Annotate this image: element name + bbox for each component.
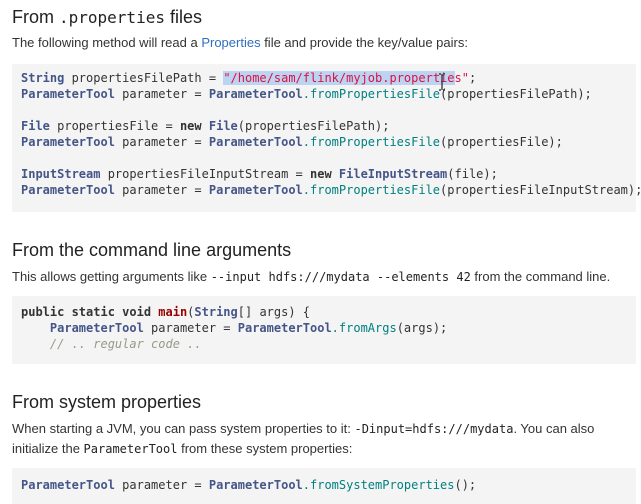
- desc-text: The following method will read a: [12, 35, 202, 50]
- code-block-command-line[interactable]: public static void main(String[] args) {…: [12, 296, 636, 364]
- section-description: When starting a JVM, you can pass system…: [12, 419, 636, 459]
- section-title-command-line: From the command line arguments: [12, 240, 292, 260]
- code-block-system-properties[interactable]: ParameterTool parameter = ParameterTool.…: [12, 468, 636, 504]
- properties-link[interactable]: Properties: [201, 35, 261, 50]
- code-block-properties[interactable]: String propertiesFilePath = "/home/sam/f…: [12, 64, 641, 212]
- desc-text: This allows getting arguments like: [12, 269, 211, 284]
- title-text: files: [164, 7, 202, 27]
- code-line: // .. regular code ..: [49, 337, 202, 351]
- desc-text: . You can also initialize the: [12, 421, 595, 456]
- code-line: ParameterTool parameter = ParameterTool.…: [49, 321, 448, 335]
- code-line: InputStream propertiesFileInputStream = …: [21, 167, 498, 181]
- code-line: ParameterTool parameter = ParameterTool.…: [21, 183, 641, 197]
- desc-text: from the command line.: [470, 269, 611, 284]
- selected-text[interactable]: "/home/sam/flink/myjob.propertie: [223, 71, 455, 85]
- code-line: File propertiesFile = new File(propertie…: [21, 119, 390, 133]
- desc-text: When starting a JVM, you can pass system…: [12, 421, 355, 436]
- section-title-properties-files: From .properties files: [12, 6, 202, 29]
- code-line: String propertiesFilePath = "/home/sam/f…: [21, 71, 477, 85]
- inline-code: --input hdfs:///mydata --elements 42: [210, 270, 471, 284]
- code-line: ParameterTool parameter = ParameterTool.…: [21, 87, 592, 101]
- section-description: The following method will read a Propert…: [12, 33, 468, 53]
- section-description: This allows getting arguments like --inp…: [12, 267, 610, 287]
- desc-text: from these system properties:: [177, 441, 353, 456]
- text-cursor-icon: [439, 73, 445, 91]
- code-line: public static void main(String[] args) {: [21, 305, 311, 319]
- inline-code: -Dinput=hdfs:///mydata: [354, 422, 514, 436]
- code-line: ParameterTool parameter = ParameterTool.…: [21, 135, 563, 149]
- title-code: .properties: [59, 8, 165, 27]
- desc-text: file and provide the key/value pairs:: [260, 35, 468, 50]
- section-title-system-properties: From system properties: [12, 392, 202, 412]
- code-line: ParameterTool parameter = ParameterTool.…: [21, 478, 477, 492]
- inline-code: ParameterTool: [83, 442, 178, 456]
- title-text: From: [12, 7, 59, 27]
